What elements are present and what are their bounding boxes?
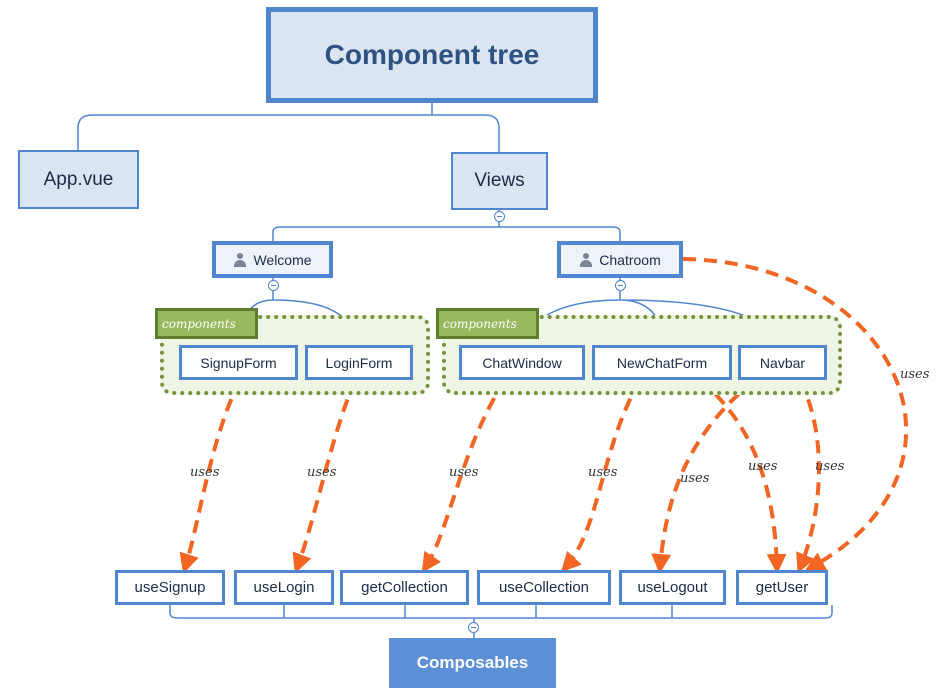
views-node[interactable]: Views xyxy=(451,152,548,210)
chatroom-components-tag: components xyxy=(436,308,539,339)
arrow-newchatform-usecollection xyxy=(560,379,642,573)
uses-arrows xyxy=(179,257,909,574)
views-collapse-toggle[interactable] xyxy=(494,211,505,222)
arrow-chatwindow-getcollection xyxy=(421,378,507,574)
uses-label-loginform: uses xyxy=(307,465,337,480)
usesignup-node[interactable]: useSignup xyxy=(115,570,225,605)
chatroom-label: Chatroom xyxy=(599,251,661,268)
uselogin-node[interactable]: useLogin xyxy=(234,570,334,605)
arrow-navbar-getuser xyxy=(796,379,821,574)
chatroom-collapse-toggle[interactable] xyxy=(615,280,626,291)
uses-label-chatwindow: uses xyxy=(449,465,479,480)
arrow-signupform-usesignup xyxy=(179,379,242,574)
uselogout-node[interactable]: useLogout xyxy=(619,570,726,605)
composables-collapse-toggle[interactable] xyxy=(468,622,479,633)
arrow-loginform-uselogin xyxy=(292,379,357,574)
person-icon xyxy=(579,252,593,267)
uses-label-newchatform-usecollection: uses xyxy=(588,465,618,480)
getuser-node[interactable]: getUser xyxy=(736,570,828,605)
usecollection-node[interactable]: useCollection xyxy=(477,570,611,605)
welcome-collapse-toggle[interactable] xyxy=(268,280,279,291)
arrow-newchatform-getuser xyxy=(698,378,787,574)
uses-label-navbar-uselogout: uses xyxy=(680,471,710,486)
chatroom-node[interactable]: Chatroom xyxy=(557,241,683,278)
getcollection-node[interactable]: getCollection xyxy=(340,570,469,605)
uses-label-chatroom-getuser: uses xyxy=(900,367,930,382)
composables-node[interactable]: Composables xyxy=(389,638,556,688)
welcome-node[interactable]: Welcome xyxy=(212,241,333,278)
uses-label-navbar-getuser: uses xyxy=(815,459,845,474)
signupform-node[interactable]: SignupForm xyxy=(179,345,298,380)
arrow-navbar-uselogout xyxy=(651,378,757,574)
app-vue-node[interactable]: App.vue xyxy=(18,150,139,209)
arrow-chatroom-getuser xyxy=(682,257,909,571)
person-icon xyxy=(233,252,247,267)
component-tree-title: Component tree xyxy=(266,7,598,103)
navbar-node[interactable]: Navbar xyxy=(738,345,827,380)
chatwindow-node[interactable]: ChatWindow xyxy=(459,345,585,380)
newchatform-node[interactable]: NewChatForm xyxy=(592,345,732,380)
uses-label-signupform: uses xyxy=(190,465,220,480)
title-text: Component tree xyxy=(324,39,540,70)
welcome-label: Welcome xyxy=(253,251,312,268)
welcome-components-tag: components xyxy=(155,308,258,339)
uses-label-newchatform-getuser: uses xyxy=(748,459,778,474)
loginform-node[interactable]: LoginForm xyxy=(305,345,413,380)
